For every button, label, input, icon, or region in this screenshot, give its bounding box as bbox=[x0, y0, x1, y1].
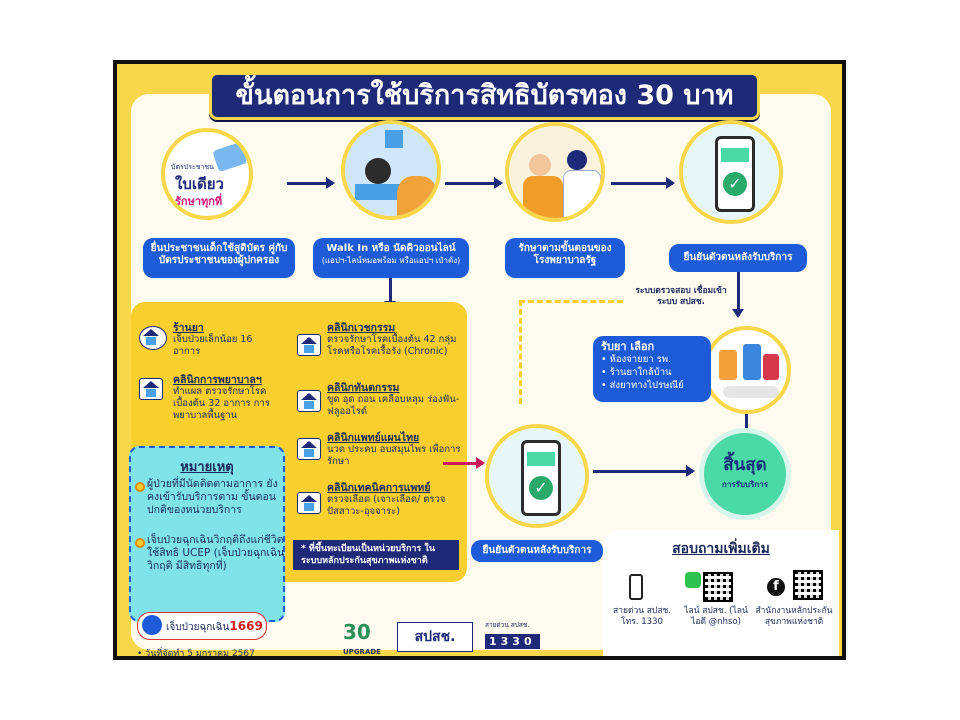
gold-card-icon: บัตรประชาชน ใบเดียว รักษาทุกที่ bbox=[161, 128, 253, 220]
medicine-options-box: รับยา เลือก • ห้องจ่ายยา รพ. • ร้านยาใกล… bbox=[593, 336, 711, 402]
end-title: สิ้นสุด bbox=[723, 455, 767, 475]
bullet-icon bbox=[135, 482, 145, 492]
infographic-frame: ขั้นตอนการใช้บริการสิทธิบัตรทอง 30 บาท บ… bbox=[113, 60, 846, 660]
bullet-icon bbox=[135, 538, 145, 548]
service-med-tech: คลินิกเทคนิคการแพทย์ ตรวจเลือด (เจาะเลือ… bbox=[327, 482, 467, 518]
clinic-icon bbox=[297, 334, 321, 356]
card-small-text: บัตรประชาชน bbox=[171, 163, 214, 171]
arrow-step2-to-step3 bbox=[445, 177, 503, 189]
emergency-badge: เจ็บป่วยฉุกเฉิน1669 bbox=[137, 612, 267, 640]
clinic-icon bbox=[297, 390, 321, 412]
upgrade-label: UPGRADE bbox=[343, 648, 381, 656]
service-dental-clinic: คลินิกทันตกรรม ขูด อุด ถอน เคลือบหลุม ร่… bbox=[327, 382, 467, 418]
medical-cross-icon bbox=[385, 130, 403, 148]
contact-title: สอบถามเพิ่มเติม bbox=[672, 541, 770, 557]
remarks-title: หมายเหตุ bbox=[180, 460, 234, 475]
line-icon[interactable] bbox=[685, 572, 701, 588]
arrow-step1-to-step2 bbox=[287, 177, 335, 189]
dashed-connector-v bbox=[519, 300, 522, 404]
arrow-step3-to-step4 bbox=[611, 177, 675, 189]
id-card-icon bbox=[212, 141, 248, 173]
registered-note: * ที่ขึ้นทะเบียนเป็นหน่วยบริการ ในระบบหล… bbox=[293, 540, 459, 570]
facebook-qr-code bbox=[793, 570, 823, 600]
service-dental-desc: ขูด อุด ถอน เคลือบหลุม ร่องฟัน-ฟลูออไรด์ bbox=[327, 394, 460, 417]
step2-label: Walk In หรือ นัดคิวออนไลน์ (แอปฯ-ไลน์หมอ… bbox=[313, 238, 469, 278]
check-icon: ✓ bbox=[529, 476, 553, 500]
service-thai-desc: นวด ประคบ อบสมุนไพร เพื่อการรักษา bbox=[327, 444, 461, 467]
nhso-logo: สปสช. bbox=[397, 622, 473, 652]
medicine-option: • ส่งยาทางไปรษณีย์ bbox=[601, 380, 684, 391]
contact-panel: สอบถามเพิ่มเติม สายด่วน สปสช. โทร. 1330 … bbox=[603, 530, 839, 656]
service-pharmacy: ร้านยา เจ็บป่วยเล็กน้อย 16 อาการ bbox=[173, 322, 273, 358]
step1-label: ยื่นประชาชนเด็กใช้สูติบัตร คู่กับบัตรประ… bbox=[143, 238, 295, 278]
service-pharmacy-name: ร้านยา bbox=[173, 322, 204, 334]
medicine-option: • ร้านยาใกล้บ้าน bbox=[601, 367, 672, 378]
clinic-icon bbox=[297, 438, 321, 460]
step4-label: ยืนยันตัวตนหลังรับบริการ bbox=[669, 244, 807, 272]
emergency-number: 1669 bbox=[229, 619, 263, 633]
hospital-reception-icon bbox=[341, 120, 441, 220]
clinic-icon bbox=[297, 492, 321, 514]
medicine-option: • ห้องจ่ายยา รพ. bbox=[601, 354, 672, 365]
phone-icon[interactable] bbox=[629, 574, 643, 600]
contact-line: ไลน์ สปสช. (ไลน์ไอดี @nhso) bbox=[684, 606, 748, 627]
remark-item-1: ผู้ป่วยที่มีนัดติดตามอาการ ยังคงเข้ารับบ… bbox=[147, 478, 278, 516]
service-medtech-desc: ตรวจเลือด (เจาะเลือด/ ตรวจปัสสาวะ-อุจจาร… bbox=[327, 494, 446, 517]
30-baht-logo: 30 bbox=[343, 620, 371, 644]
medicine-title: รับยา เลือก bbox=[601, 340, 655, 353]
service-pharmacy-desc: เจ็บป่วยเล็กน้อย 16 อาการ bbox=[173, 334, 253, 357]
verify-after-service-label: ยืนยันตัวตนหลังรับบริการ bbox=[471, 540, 603, 562]
step2-subtitle: (แอปฯ-ไลน์หมอพร้อม หรือแอปฯ เป๋าตัง) bbox=[321, 256, 461, 265]
service-thai-name: คลินิกแพทย์แผนไทย bbox=[327, 432, 420, 444]
emergency-star-icon bbox=[142, 615, 162, 635]
service-medical-name: คลินิกเวชกรรม bbox=[327, 322, 396, 334]
doctor-patient-icon bbox=[505, 122, 605, 222]
remark-item-2: เจ็บป่วยฉุกเฉินวิกฤติถึงแก่ชีวิต ใช้สิทธ… bbox=[147, 534, 285, 572]
end-subtitle: การรับบริการ bbox=[721, 480, 768, 489]
service-nursing-clinic: คลินิกการพยาบาลฯ ทำแผล ตรวจรักษาโรค เบื้… bbox=[173, 374, 285, 422]
line-qr-code bbox=[703, 572, 733, 602]
service-medtech-name: คลินิกเทคนิคการแพทย์ bbox=[327, 482, 431, 494]
contact-facebook: สำนักงานหลักประกัน สุขภาพแห่งชาติ bbox=[755, 606, 833, 627]
service-medical-desc: ตรวจรักษาโรคเบื้องต้น 42 กลุ่มโรคหรือโรค… bbox=[327, 334, 457, 357]
service-nursing-desc: ทำแผล ตรวจรักษาโรค เบื้องต้น 32 อาการ กา… bbox=[173, 386, 270, 421]
phone-verify-icon-2: ✓ bbox=[485, 424, 589, 528]
pharmacy-logo-icon bbox=[139, 326, 167, 350]
clinic-icon bbox=[139, 378, 163, 400]
arrow-step4-down bbox=[732, 272, 744, 318]
dashed-connector-h bbox=[519, 300, 623, 303]
page-title: ขั้นตอนการใช้บริการสิทธิบัตรทอง 30 บาท bbox=[209, 72, 760, 120]
service-medical-clinic: คลินิกเวชกรรม ตรวจรักษาโรคเบื้องต้น 42 ก… bbox=[327, 322, 467, 358]
card-sub-text: รักษาทุกที่ bbox=[175, 195, 223, 208]
arrow-verify-to-end bbox=[593, 465, 695, 477]
emergency-label: เจ็บป่วยฉุกเฉิน bbox=[166, 622, 230, 633]
publish-date: • วันที่จัดทำ 5 มกราคม 2567 bbox=[137, 649, 255, 659]
step2-title: Walk In หรือ นัดคิวออนไลน์ bbox=[326, 243, 456, 254]
facebook-icon[interactable]: f bbox=[767, 578, 785, 596]
end-of-service: สิ้นสุด การรับบริการ bbox=[699, 428, 791, 520]
hotline-logo-label: สายด่วน สปสช. bbox=[485, 621, 530, 629]
step3-label: รักษาตามขั้นตอนของ โรงพยาบาลรัฐ bbox=[505, 238, 625, 278]
card-big-text: ใบเดียว bbox=[175, 175, 224, 193]
phone-verify-icon: ✓ bbox=[679, 120, 783, 224]
service-dental-name: คลินิกทันตกรรม bbox=[327, 382, 400, 394]
system-check-note: ระบบตรวจสอบ เชื่อมเข้าระบบ สปสช. bbox=[635, 286, 727, 307]
arrow-services-to-verify bbox=[443, 457, 485, 469]
medicine-bottles-icon bbox=[703, 326, 791, 414]
service-thai-medicine: คลินิกแพทย์แผนไทย นวด ประคบ อบสมุนไพร เพ… bbox=[327, 432, 467, 468]
hotline-logo-number: 1330 bbox=[485, 634, 540, 649]
contact-hotline: สายด่วน สปสช. โทร. 1330 bbox=[613, 606, 671, 627]
check-icon: ✓ bbox=[723, 172, 747, 196]
remarks-box: หมายเหตุ ผู้ป่วยที่มีนัดติดตามอาการ ยังค… bbox=[129, 446, 285, 622]
service-nursing-name: คลินิกการพยาบาลฯ bbox=[173, 374, 262, 386]
